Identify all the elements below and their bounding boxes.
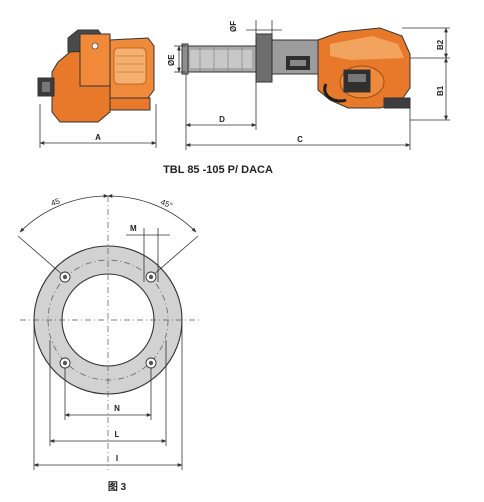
dimension-b: B2 B1	[402, 27, 450, 121]
label-e: ØE	[167, 54, 176, 66]
flange-view: 45 45° M N	[17, 194, 200, 470]
dimension-d: D	[185, 74, 257, 150]
label-a: A	[95, 133, 101, 142]
label-n: N	[114, 404, 120, 413]
dimension-f: ØF	[229, 20, 282, 34]
label-d: D	[219, 115, 225, 124]
bolt-hole	[145, 357, 157, 369]
bolt-hole	[59, 357, 71, 369]
label-b2: B2	[436, 39, 445, 50]
drawing-title: TBL 85 -105 P/ DACA	[163, 164, 273, 176]
dimension-c: C	[185, 108, 411, 150]
label-c: C	[297, 135, 303, 144]
burner-side-view	[37, 29, 155, 123]
burner-front-view	[181, 27, 411, 109]
label-m: M	[130, 224, 137, 233]
angle-left: 45	[50, 196, 62, 207]
label-l: L	[115, 430, 120, 439]
figure-caption: 图 3	[108, 481, 127, 493]
label-b1: B1	[436, 85, 445, 96]
angle-right: 45°	[159, 198, 174, 211]
bolt-hole	[145, 271, 157, 283]
label-f: ØF	[229, 21, 238, 32]
dimension-e: ØE	[167, 45, 186, 73]
bolt-hole	[59, 271, 71, 283]
dimension-a: A	[39, 104, 157, 148]
label-i: I	[116, 454, 118, 463]
